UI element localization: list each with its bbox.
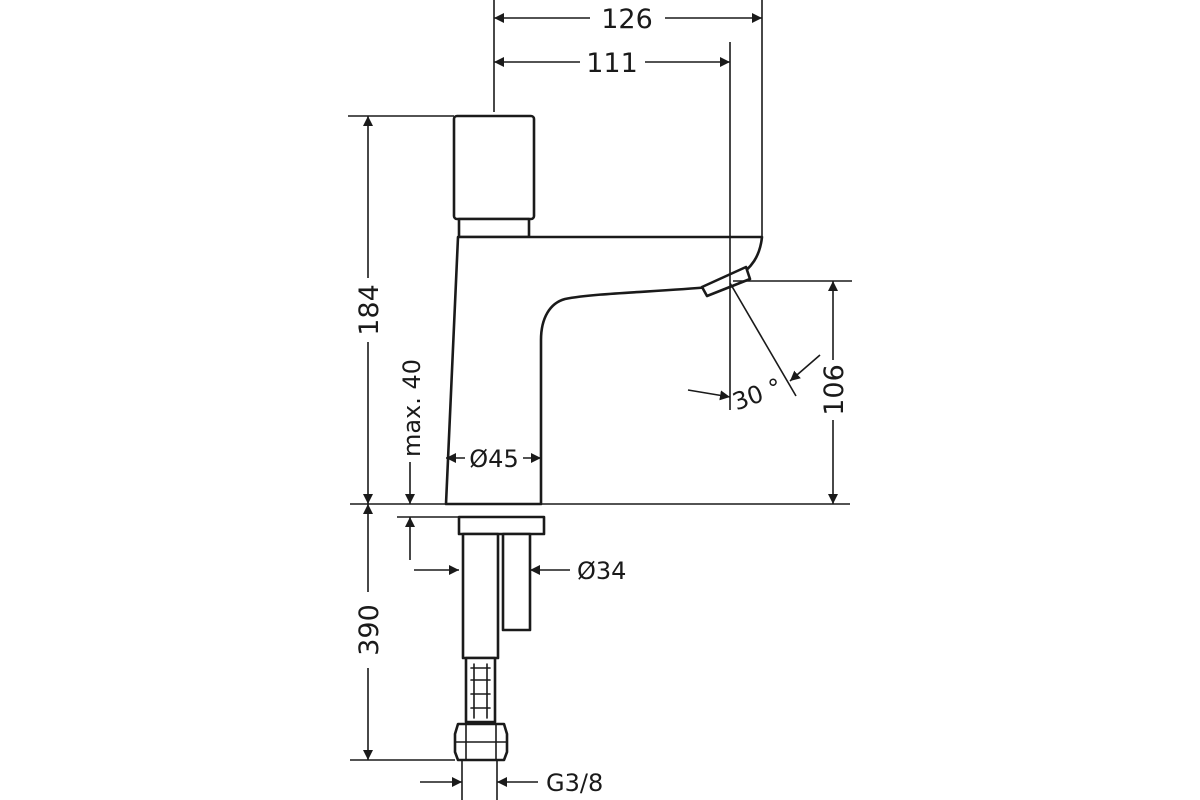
cartridge-neck bbox=[457, 217, 531, 239]
label-connection-thread: G3/8 bbox=[546, 769, 603, 797]
label-max-deck-thickness: max. 40 bbox=[398, 359, 426, 457]
faucet-outline bbox=[444, 114, 764, 506]
label-spout-height: 106 bbox=[819, 364, 850, 416]
dim-line-angle bbox=[687, 389, 731, 401]
label-shank-diameter: Ø34 bbox=[577, 557, 626, 585]
label-body-diameter: Ø45 bbox=[469, 445, 518, 473]
label-overall-length: 126 bbox=[601, 4, 653, 35]
fixing-plate bbox=[457, 515, 546, 536]
dimension-lines bbox=[363, 13, 838, 787]
label-hose-length: 390 bbox=[354, 604, 385, 656]
label-spout-angle: 30 ° bbox=[729, 373, 786, 416]
mounting-stud bbox=[501, 532, 532, 632]
dimension-labels: 126 111 184 max. 40 Ø45 106 30 ° 390 Ø34… bbox=[354, 4, 850, 797]
label-total-height: 184 bbox=[354, 284, 385, 336]
label-spout-reach: 111 bbox=[586, 48, 638, 79]
cartridge-cap bbox=[452, 114, 536, 221]
aerator bbox=[700, 265, 752, 298]
threaded-shank bbox=[461, 532, 500, 660]
faucet-body bbox=[444, 235, 764, 506]
underdeck-parts bbox=[453, 515, 546, 762]
